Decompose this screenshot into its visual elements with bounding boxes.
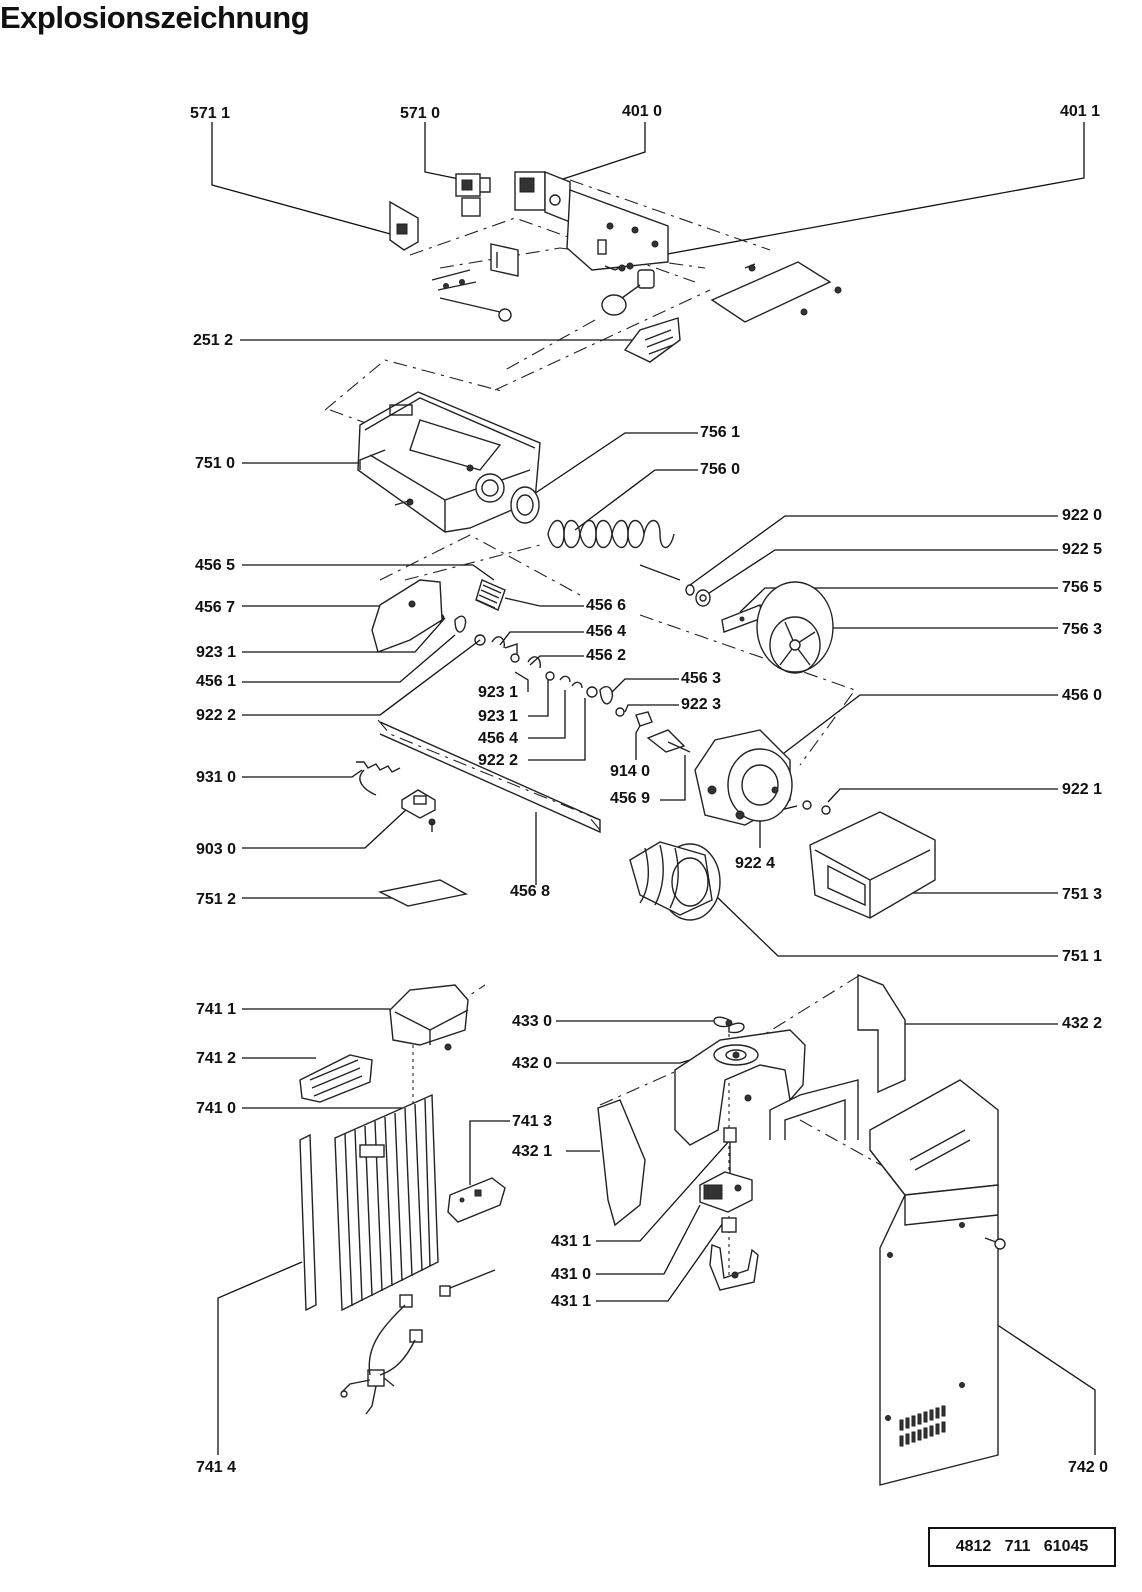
auger-spring xyxy=(510,486,681,581)
label-742-0: 742 0 xyxy=(1068,1459,1108,1476)
page-title: Explosionszeichnung xyxy=(0,0,310,35)
label-433-0: 433 0 xyxy=(512,1013,552,1030)
fan-motor-assembly xyxy=(597,973,906,1291)
label-456-2: 456 2 xyxy=(586,647,626,664)
left-small-parts xyxy=(356,721,601,907)
label-401-1: 401 1 xyxy=(1060,103,1100,120)
label-401-0: 401 0 xyxy=(622,103,662,120)
label-741-2: 741 2 xyxy=(196,1050,236,1067)
label-903-0: 903 0 xyxy=(196,841,236,858)
label-431-0: 431 0 xyxy=(551,1266,591,1283)
label-756-5: 756 5 xyxy=(1062,579,1102,596)
label-931-0: 931 0 xyxy=(196,769,236,786)
label-456-8: 456 8 xyxy=(510,883,550,900)
label-751-0: 751 0 xyxy=(195,455,235,472)
label-741-4: 741 4 xyxy=(196,1459,236,1476)
label-914-0: 914 0 xyxy=(610,763,650,780)
label-922-2-a: 922 2 xyxy=(196,707,236,724)
label-251-2: 251 2 xyxy=(193,332,233,349)
label-456-9: 456 9 xyxy=(610,790,650,807)
chute-parts xyxy=(629,811,936,921)
label-432-1: 432 1 xyxy=(512,1143,552,1160)
label-922-5: 922 5 xyxy=(1062,541,1102,558)
drive-motor xyxy=(646,729,831,826)
label-756-1: 756 1 xyxy=(700,424,740,441)
thermostat-relay-assembly xyxy=(389,170,842,363)
label-922-3: 922 3 xyxy=(681,696,721,713)
door-flap-brush xyxy=(371,579,541,653)
label-456-1: 456 1 xyxy=(196,673,236,690)
label-431-1-b: 431 1 xyxy=(551,1293,591,1310)
label-432-0: 432 0 xyxy=(512,1055,552,1072)
label-431-1-a: 431 1 xyxy=(551,1233,591,1250)
label-922-1: 922 1 xyxy=(1062,781,1102,798)
label-922-2-b: 922 2 xyxy=(478,752,518,769)
label-571-0: 571 0 xyxy=(400,105,440,122)
ice-bin-housing xyxy=(357,391,541,533)
label-456-5: 456 5 xyxy=(195,557,235,574)
label-756-3: 756 3 xyxy=(1062,621,1102,638)
label-751-3: 751 3 xyxy=(1062,886,1102,903)
document-code-box: 4812 711 61045 xyxy=(928,1527,1116,1567)
label-756-0: 756 0 xyxy=(700,461,740,478)
label-456-7: 456 7 xyxy=(195,599,235,616)
label-923-1-c: 923 1 xyxy=(478,708,518,725)
label-571-1: 571 1 xyxy=(190,105,230,122)
label-741-1: 741 1 xyxy=(196,1001,236,1018)
label-456-3: 456 3 xyxy=(681,670,721,687)
label-432-2: 432 2 xyxy=(1062,1015,1102,1032)
label-923-1-b: 923 1 xyxy=(478,684,518,701)
label-751-2: 751 2 xyxy=(196,891,236,908)
label-456-0: 456 0 xyxy=(1062,687,1102,704)
label-456-4-a: 456 4 xyxy=(586,623,626,640)
label-922-4: 922 4 xyxy=(735,855,775,872)
label-741-3: 741 3 xyxy=(512,1113,552,1130)
label-751-1: 751 1 xyxy=(1062,948,1102,965)
fan-wheel xyxy=(756,581,834,674)
label-923-1-a: 923 1 xyxy=(196,644,236,661)
label-741-0: 741 0 xyxy=(196,1100,236,1117)
evaporator-assembly xyxy=(299,984,506,1415)
part-labels: 571 1 571 0 401 0 401 1 251 2 751 0 756 … xyxy=(190,103,1108,1476)
rear-cover xyxy=(869,1079,1006,1486)
label-456-4-b: 456 4 xyxy=(478,730,518,747)
label-922-0: 922 0 xyxy=(1062,507,1102,524)
label-456-6: 456 6 xyxy=(586,597,626,614)
